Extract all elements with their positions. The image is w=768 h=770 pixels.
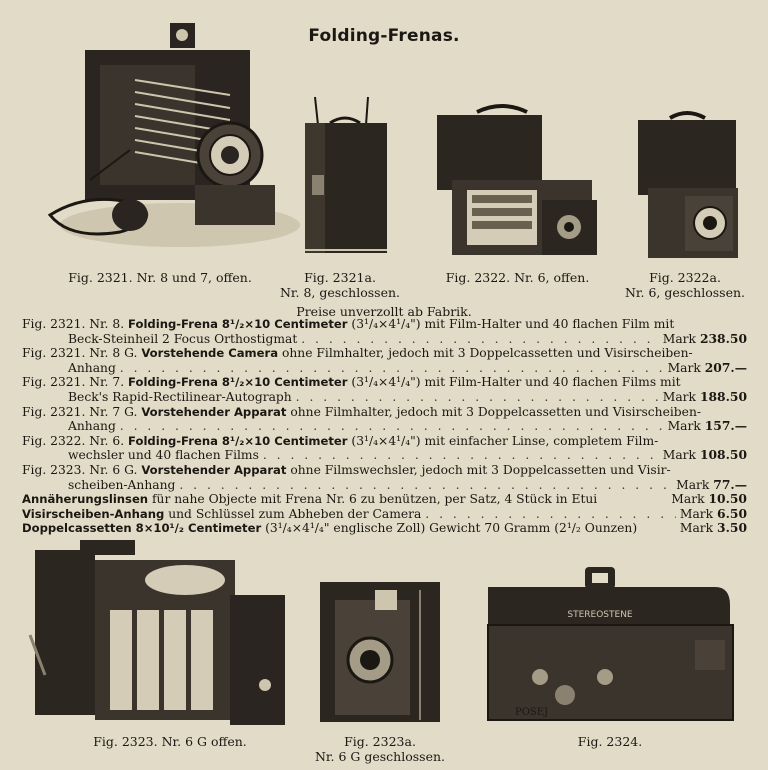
caption-fig-2322a-line1: Fig. 2322a. [649, 270, 721, 285]
fig-ref: Fig. 2321. Nr. 7. [22, 375, 125, 390]
item-description: (3¹/₄×4¹/₄") mit Film-Halter und 40 flac… [347, 375, 681, 390]
fig-2322-camera-open [432, 100, 607, 260]
item-name: Vorstehender Apparat [141, 404, 287, 419]
price-label: Mark [676, 477, 710, 492]
price-value: 10.50 [708, 492, 747, 507]
fig-2323-camera-open [25, 535, 295, 735]
item-description: und Schlüssel zum Abheben der Camera [164, 506, 422, 521]
item-name: Folding-Frena 8¹/₂×10 Centimeter [128, 375, 348, 390]
fig-2323a-camera-closed [315, 580, 445, 730]
caption-fig-2323: Fig. 2323. Nr. 6 G offen. [93, 734, 247, 749]
item-description: (3¹/₄×4¹/₄") mit Film-Halter und 40 flac… [347, 317, 675, 331]
item-description: ohne Filmhalter, jedoch mit 3 Doppelcass… [286, 404, 702, 419]
fig-2322a-camera-closed [630, 108, 745, 263]
list-item: Fig. 2321. Nr. 7 G. Vorstehender Apparat… [22, 405, 747, 420]
price-cell: Mark 238.50 [658, 331, 747, 347]
item-description: (3¹/₄×4¹/₄" englische Zoll) Gewicht 70 G… [261, 521, 638, 536]
fig-ref: Fig. 2321. Nr. 8. [22, 317, 125, 331]
price-label: Mark [679, 521, 714, 536]
item-description: (3¹/₄×4¹/₄") mit einfacher Linse, comple… [347, 433, 659, 448]
price-value: 3.50 [717, 521, 747, 536]
caption-fig-2324: Fig. 2324. [577, 734, 643, 749]
price-cell: Mark 157.— [663, 419, 747, 434]
fig-ref: Fig. 2321. Nr. 7 G. [22, 404, 138, 419]
list-item: Visirscheiben-Anhang und Schlüssel zum A… [22, 506, 747, 522]
price-label: Mark [679, 506, 714, 521]
caption-fig-2321: Fig. 2321. Nr. 8 und 7, offen. [68, 270, 252, 285]
item-description: ohne Filmswechsler, jedoch mit 3 Doppelc… [286, 462, 671, 477]
caption-fig-2323a-line1: Fig. 2323a. [344, 734, 416, 749]
price-value: 6.50 [717, 506, 747, 521]
page-title: Folding-Frenas. [308, 26, 460, 46]
price-value: 157.— [704, 419, 747, 434]
fig-ref: Fig. 2322. Nr. 6. [22, 433, 125, 448]
caption-fig-2322: Fig. 2322. Nr. 6, offen. [445, 270, 590, 285]
list-item: Annäherungslinsen für nahe Objecte mit F… [22, 492, 747, 507]
price-label: Mark [662, 448, 697, 463]
item-description: Beck's Rapid-Rectilinear-Autograph [68, 389, 292, 404]
list-item: Anhang . . . . . . . . . . . . . . . . .… [68, 360, 747, 376]
price-label: Mark [671, 492, 705, 507]
item-description: wechsler und 40 flachen Films [68, 448, 259, 463]
price-value: 238.50 [699, 331, 747, 346]
price-value: 77.— [713, 477, 747, 492]
price-list: Fig. 2321. Nr. 8. Folding-Frena 8¹/₂×10 … [22, 317, 747, 536]
price-cell: Mark 188.50 [658, 389, 747, 405]
list-item: Anhang . . . . . . . . . . . . . . . . .… [68, 419, 747, 434]
item-description: ohne Filmhalter, jedoch mit 3 Doppelcass… [278, 346, 693, 361]
price-value: 108.50 [699, 448, 747, 463]
item-name: Folding-Frena 8¹/₂×10 Centimeter [128, 433, 348, 448]
item-description: Beck-Steinheil 2 Focus Orthostigmat [68, 331, 298, 346]
price-cell: Mark 6.50 [675, 506, 747, 522]
item-name: Vorstehender Apparat [141, 462, 287, 477]
price-cell: Mark 3.50 [675, 521, 747, 536]
price-cell: Mark 10.50 [667, 492, 747, 507]
item-description: scheiben-Anhang [68, 477, 176, 492]
price-label: Mark [667, 419, 701, 434]
price-value: 207.— [704, 360, 747, 375]
price-label: Mark [662, 331, 697, 346]
item-name: Vorstehende Camera [141, 346, 279, 361]
price-cell: Mark 77.— [672, 477, 747, 493]
item-name: Annäherungslinsen [22, 492, 149, 507]
fig-2321a-camera-closed [300, 95, 390, 260]
caption-fig-2321a-line1: Fig. 2321a. [304, 270, 376, 285]
list-item: Fig. 2322. Nr. 6. Folding-Frena 8¹/₂×10 … [22, 434, 747, 449]
fig-ref: Fig. 2321. Nr. 8 G. [22, 346, 138, 361]
item-name: Folding-Frena 8¹/₂×10 Centimeter [128, 317, 348, 331]
list-item: Doppelcassetten 8×10¹/₂ Centimeter (3¹/₄… [22, 521, 747, 536]
list-item: wechsler und 40 flachen Films . . . . . … [68, 448, 747, 463]
list-item: Fig. 2321. Nr. 8 G. Vorstehende Camera o… [22, 346, 747, 361]
price-cell: Mark 207.— [663, 360, 747, 376]
caption-fig-2322a-line2: Nr. 6, geschlossen. [624, 285, 746, 300]
list-item: Fig. 2323. Nr. 6 G. Vorstehender Apparat… [22, 463, 747, 478]
fig-2321-camera-open [30, 20, 300, 250]
item-name: Doppelcassetten 8×10¹/₂ Centimeter [22, 521, 262, 536]
list-item: Beck's Rapid-Rectilinear-Autograph . . .… [68, 389, 747, 405]
fig-2324-stereo-camera: STEREOSTENE POSEJ [480, 565, 740, 730]
list-item: Beck-Steinheil 2 Focus Orthostigmat . . … [68, 331, 747, 347]
caption-fig-2323a-line2: Nr. 6 G geschlossen. [314, 749, 445, 764]
engraver-signature: POSEJ [515, 707, 548, 718]
item-description: für nahe Objecte mit Frena Nr. 6 zu benü… [148, 492, 598, 507]
list-item: Fig. 2321. Nr. 7. Folding-Frena 8¹/₂×10 … [22, 375, 747, 390]
item-description: Anhang [68, 419, 116, 434]
fig-ref: Fig. 2323. Nr. 6 G. [22, 462, 138, 477]
item-description: Anhang [68, 360, 116, 375]
price-label: Mark [667, 360, 701, 375]
price-heading: Preise unverzollt ab Fabrik. [296, 304, 472, 319]
list-item: Fig. 2321. Nr. 8. Folding-Frena 8¹/₂×10 … [22, 317, 747, 332]
list-item: scheiben-Anhang . . . . . . . . . . . . … [68, 477, 747, 493]
price-label: Mark [662, 389, 697, 404]
price-value: 188.50 [699, 389, 747, 404]
item-name: Visirscheiben-Anhang [22, 506, 165, 521]
caption-fig-2321a-line2: Nr. 8, geschlossen. [279, 285, 401, 300]
price-cell: Mark 108.50 [658, 448, 747, 463]
engraved-label: STEREOSTENE [567, 610, 633, 620]
